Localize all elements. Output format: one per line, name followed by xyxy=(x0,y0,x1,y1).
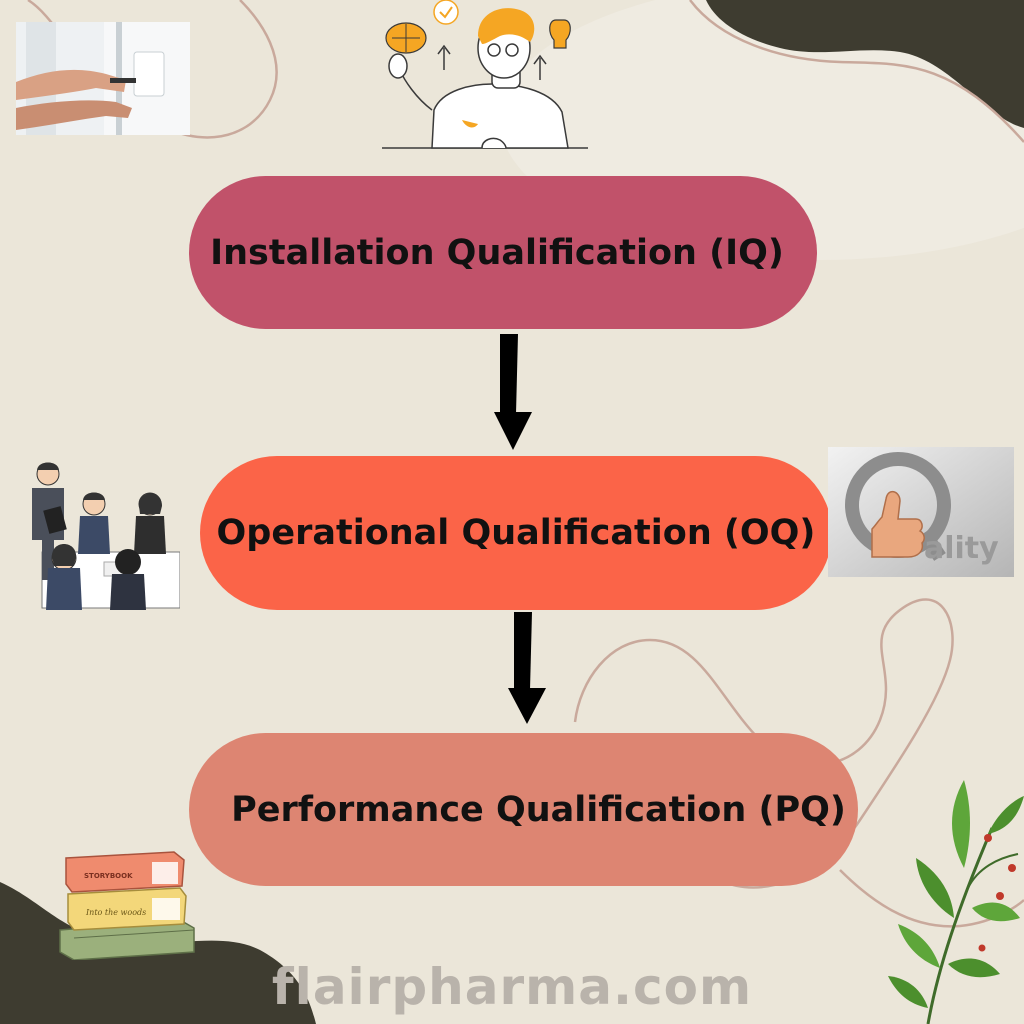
watermark-text: flairpharma.com xyxy=(271,958,753,1016)
quality-badge-text: ality xyxy=(924,531,999,566)
meeting-illustration xyxy=(32,462,180,610)
operational-qualification-stage: Operational Qualification (OQ) xyxy=(200,456,832,610)
book-middle-text: Into the woods xyxy=(86,908,147,917)
performance-qualification-stage: Performance Qualification (PQ) xyxy=(189,733,858,886)
top-right-blob xyxy=(706,0,1024,128)
quality-thumbs-up-photo: ality xyxy=(828,447,1014,577)
installation-qualification-stage: Installation Qualification (IQ) xyxy=(189,176,817,329)
stage-label-oq: Operational Qualification (OQ) xyxy=(216,513,816,553)
book-spine-text: STORYBOOK xyxy=(84,872,133,880)
installation-photo xyxy=(16,22,190,135)
leaf-branch-illustration xyxy=(888,780,1024,1024)
stage-label-iq: Installation Qualification (IQ) xyxy=(210,232,784,273)
stage-label-pq: Performance Qualification (PQ) xyxy=(231,789,846,830)
thinking-person-illustration xyxy=(382,0,588,149)
books-stack-illustration: STORYBOOK Into the woods xyxy=(56,848,204,960)
